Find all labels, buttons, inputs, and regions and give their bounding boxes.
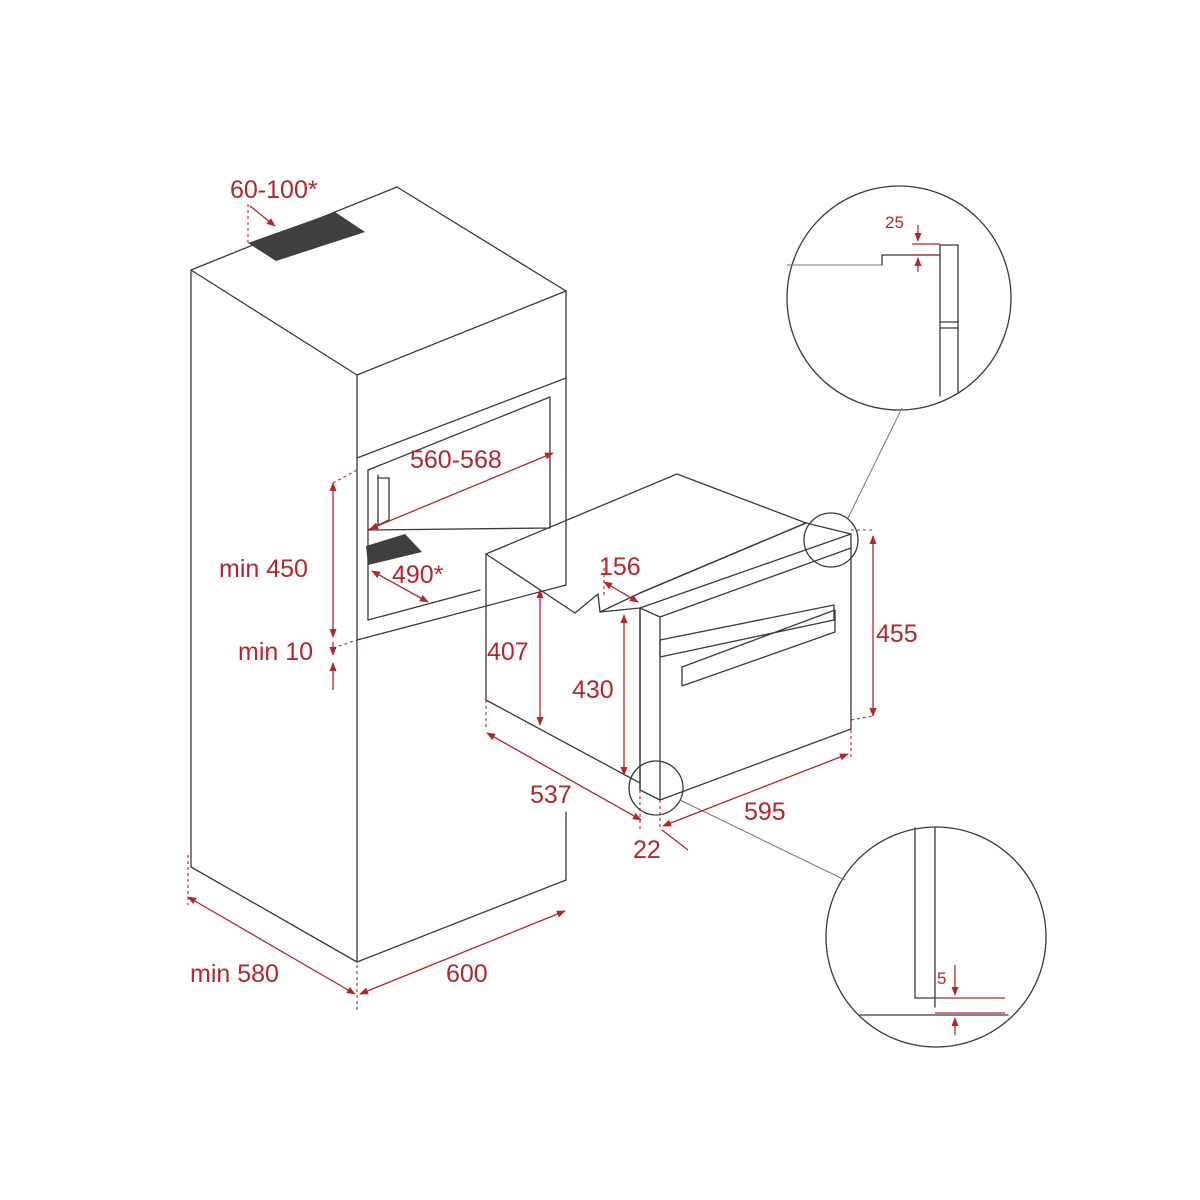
label-oven-total-height: 455: [876, 620, 918, 648]
cabinet-top: [190, 186, 567, 376]
dimensions: [187, 204, 1005, 1035]
label-gap-below: min 10: [238, 638, 313, 666]
detail-bottom: [825, 826, 1047, 1048]
bottom-vent-opening: [366, 534, 422, 565]
label-cabinet-depth: min 580: [190, 960, 279, 988]
oven-top: [485, 473, 807, 614]
detail-marker-top: [803, 512, 859, 568]
oven: [485, 473, 852, 801]
label-oven-depth: 537: [530, 781, 572, 809]
detail-marker-bottom: [628, 760, 684, 816]
label-niche-width: 560-568: [410, 446, 502, 474]
detail-top: [786, 185, 1012, 411]
label-niche-height: min 450: [219, 555, 308, 583]
label-vent-bottom: 490*: [392, 561, 444, 589]
label-oven-top-depth: 156: [599, 553, 641, 581]
oven-front: [639, 533, 852, 801]
top-vent-opening: [248, 212, 365, 261]
label-vent-top: 60-100*: [230, 176, 318, 204]
label-detail-top: 25: [885, 213, 904, 232]
niche-frame: [356, 377, 567, 641]
label-cabinet-width: 600: [446, 960, 488, 988]
label-detail-bottom: 5: [937, 969, 946, 988]
label-oven-body-height: 407: [487, 638, 529, 666]
label-oven-width: 595: [744, 798, 786, 826]
control-strip: [659, 604, 835, 658]
label-front-offset: 22: [633, 836, 661, 864]
label-oven-inner-height: 430: [572, 676, 614, 704]
door-handle: [681, 609, 836, 687]
